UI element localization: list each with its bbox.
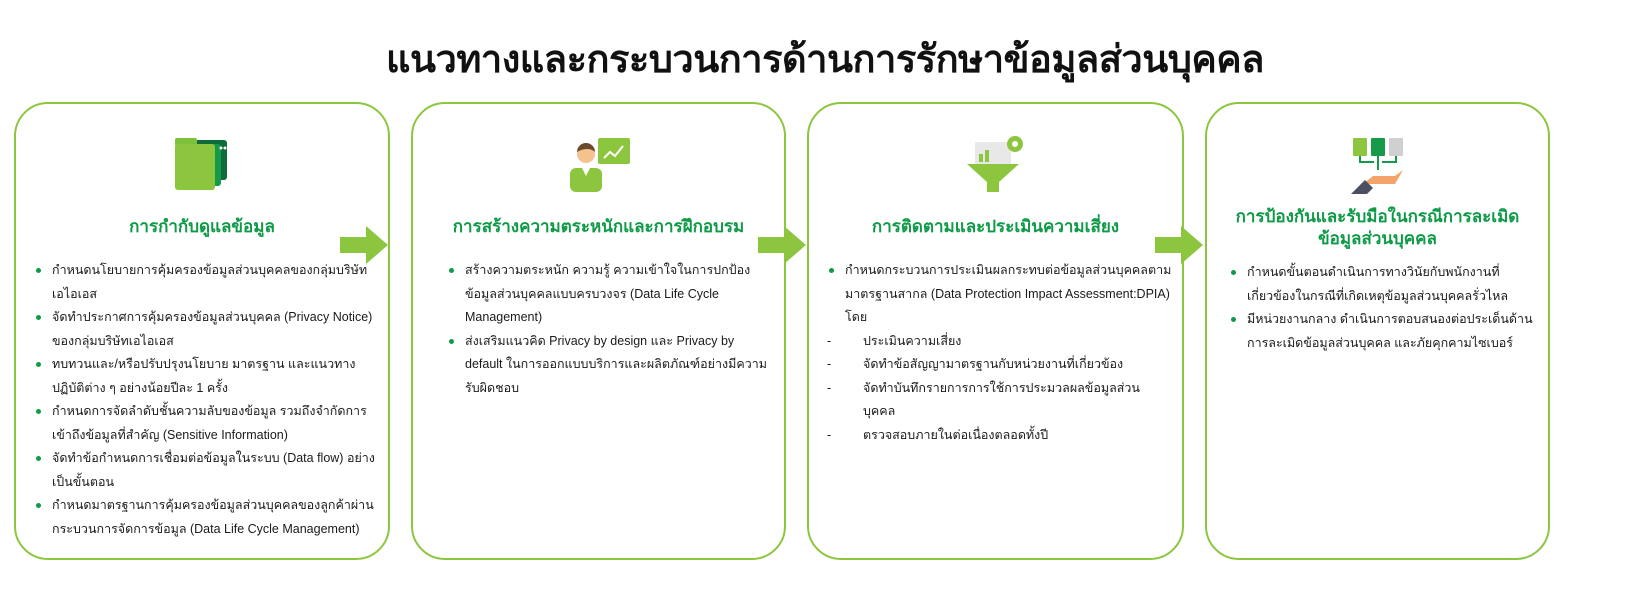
list-item: จัดทำประกาศการคุ้มครองข้อมูลส่วนบุคคล (P… <box>34 306 378 353</box>
presenter-icon <box>569 138 630 192</box>
sub-item: -จัดทำบันทึกรายการการใช้การประมวลผลข้อมู… <box>827 380 1140 419</box>
list-item: จัดทำข้อกำหนดการเชื่อมต่อข้อมูลในระบบ (D… <box>34 447 378 494</box>
list-item: กำหนดมาตรฐานการคุ้มครองข้อมูลส่วนบุคคลขอ… <box>34 494 378 541</box>
list-item: ส่งเสริมแนวคิด Privacy by design และ Pri… <box>447 330 774 401</box>
list-item: กำหนดนโยบายการคุ้มครองข้อมูลส่วนบุคคลของ… <box>34 259 378 306</box>
sub-item: -ประเมินความเสี่ยง <box>827 333 962 348</box>
card-heading: การติดตามและประเมินความเสี่ยง <box>871 217 1120 236</box>
card-heading: การป้องกันและรับมือในกรณีการละเมิดข้อมูล… <box>1235 207 1520 248</box>
documents-hand-icon <box>1350 138 1403 194</box>
arrow-right-icon <box>340 226 388 264</box>
list-item: กำหนดกระบวนการประเมินผลกระทบต่อข้อมูลส่ว… <box>827 259 1172 330</box>
funnel-icon <box>966 136 1023 192</box>
sub-item: -จัดทำข้อสัญญามาตรฐานกับหน่วยงานที่เกี่ย… <box>827 357 1124 371</box>
list-item: สร้างความตระหนัก ความรู้ ความเข้าใจในการ… <box>447 259 774 330</box>
card-risk-monitoring: การติดตามและประเมินความเสี่ยง กำหนดกระบว… <box>807 102 1184 560</box>
card-data-governance: การกำกับดูแลข้อมูล กำหนดนโยบายการคุ้มครอ… <box>14 102 390 560</box>
card-heading: การสร้างความตระหนักและการฝึกอบรม <box>452 217 745 236</box>
card-awareness-training: การสร้างความตระหนักและการฝึกอบรม สร้างคว… <box>411 102 786 560</box>
card-list: กำหนดนโยบายการคุ้มครองข้อมูลส่วนบุคคลของ… <box>34 259 378 541</box>
card-list: กำหนดกระบวนการประเมินผลกระทบต่อข้อมูลส่ว… <box>827 259 1172 447</box>
list-item: ทบทวนและ/หรือปรับปรุงนโยบาย มาตรฐาน และแ… <box>34 353 378 400</box>
card-breach-response: การป้องกันและรับมือในกรณีการละเมิดข้อมูล… <box>1205 102 1550 560</box>
list-item: กำหนดการจัดลำดับชั้นความลับของข้อมูล รวม… <box>34 400 378 447</box>
page-title: แนวทางและกระบวนการด้านการรักษาข้อมูลส่วน… <box>386 39 1264 81</box>
card-heading: การกำกับดูแลข้อมูล <box>129 217 275 236</box>
card-list: สร้างความตระหนัก ความรู้ ความเข้าใจในการ… <box>447 259 774 400</box>
list-item: มีหน่วยงานกลาง ดำเนินการตอบสนองต่อประเด็… <box>1229 308 1538 355</box>
list-item: กำหนดขั้นตอนดำเนินการทางวินัยกับพนักงานท… <box>1229 261 1538 308</box>
arrow-right-icon <box>1155 226 1203 264</box>
arrow-right-icon <box>758 226 806 264</box>
sub-item: -ตรวจสอบภายในต่อเนื่องตลอดทั้งปี <box>827 427 1049 442</box>
card-list: กำหนดขั้นตอนดำเนินการทางวินัยกับพนักงานท… <box>1229 261 1538 355</box>
folder-icon <box>175 138 227 190</box>
